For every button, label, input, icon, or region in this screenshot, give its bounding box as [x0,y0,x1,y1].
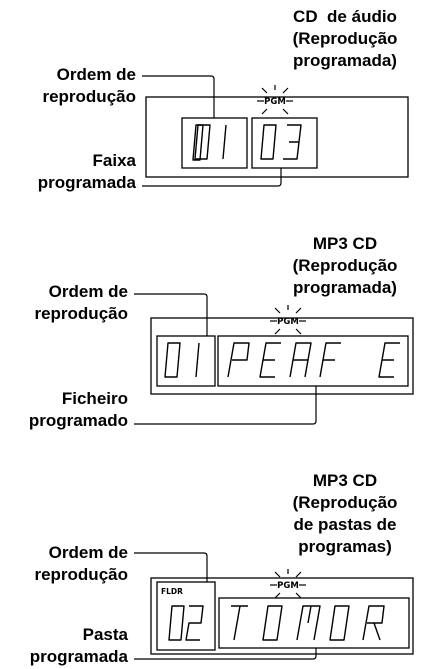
panel-3-leaders [134,552,317,660]
panel-3-pgm-indicator: PGM [270,569,306,599]
panel-1-digit-0 [194,124,211,160]
panel-1-leaders [142,75,282,187]
panel-1-bottom-label-line-1: Faixa [92,151,136,170]
panel-1-pgm-label: PGM [264,97,286,107]
panel-3-char-m [296,605,321,641]
panel-2-order-label-line-1: Ordem de [48,282,128,301]
panel-3-pgm-label: PGM [277,581,299,591]
panel-2-pgm-rays-icon [270,305,306,335]
panel-3-display: FLDR PGM [150,569,414,655]
panel-3-bottom-label-line-2: programada [29,647,128,666]
panel-2-value-leader [134,386,317,425]
panel-1-title-line-1: CD de áudio [293,7,397,26]
panel-3-order-label-line-1: Ordem de [48,543,128,562]
panel-2-title-line-2: (Reprodução [292,256,398,275]
panel-3-bottom-label-line-1: Pasta [82,625,128,644]
panel-3-pgm-rays-icon [270,569,306,599]
panel-3-char-r [362,605,385,641]
panel-3-value-leader [134,648,317,660]
panel-1-order-label-line-2: reprodução [42,87,136,106]
panel-2-digit-1 [195,342,200,378]
panel-1-digit-v3 [283,124,302,160]
panel-2-order-box [156,335,216,387]
panel-1-value-leader [142,168,282,187]
panel-2-leaders [134,293,317,425]
panel-2-digit-0 [164,342,181,378]
panel-2-order-leader [134,293,208,336]
panel-3-fldr-label: FLDR [161,587,183,596]
panel-3-title-line-1: MP3 CD [312,471,378,490]
panel-1-order-digits [192,124,227,161]
panel-2-value-box [217,335,409,387]
panel-2-order-digits [164,342,200,378]
panel-3-order-label-line-2: reprodução [34,565,128,584]
panel-1-value-digits [260,124,302,160]
panel-3-title-line-4: programas) [298,537,392,556]
panel-2-title-line-3: programada) [293,278,397,297]
panel-2-display: PGM [150,305,414,395]
panel-3-value-chars [231,605,385,641]
panel-1-title-line-3: programada) [293,51,397,70]
panel-2-order-label-line-2: reprodução [34,304,128,323]
panel-2-char-p [227,342,250,378]
panel-2-title-line-1: MP3 CD [312,234,378,253]
panel-1-order-leader [142,75,215,118]
panel-1-pgm-rays-icon [257,85,293,115]
panel-1-title-line-2: (Reprodução [292,29,398,48]
panel-2-char-a [289,342,312,378]
panel-2-pgm-indicator: PGM [270,305,306,335]
panel-3-title-line-3: de pastas de [293,515,397,534]
panel-1-digit-v0 [260,124,277,160]
panel-1-order-box [181,117,248,169]
panel-3-order-leader [134,552,208,582]
panel-3-char-t [231,605,248,641]
panel-3-char-o [262,605,283,641]
panel-3-order-digits [168,605,204,641]
panel-3-char-o2 [329,605,350,641]
panel-2-pgm-label: PGM [277,317,299,327]
panel-3-title-line-2: (Reprodução [292,493,398,512]
panel-2-char-f [319,342,341,378]
panel-1-bottom-label-line-2: programada [37,173,136,192]
panel-3-digit-2 [185,605,204,641]
panel-1-digit-1 [222,124,227,160]
panel-1-order-label-line-1: Ordem de [56,65,136,84]
panel-2-char-e2 [378,342,400,378]
panel-2-char-e [259,342,281,378]
panel-1-display: PGM [145,85,409,178]
panel-1-pgm-indicator: PGM [257,85,293,115]
panel-3-digit-0 [168,605,185,641]
panel-2-bottom-label-line-2: programado [28,411,128,430]
panel-2-value-chars [227,342,400,378]
panel-2-bottom-label-line-1: Ficheiro [61,389,128,408]
